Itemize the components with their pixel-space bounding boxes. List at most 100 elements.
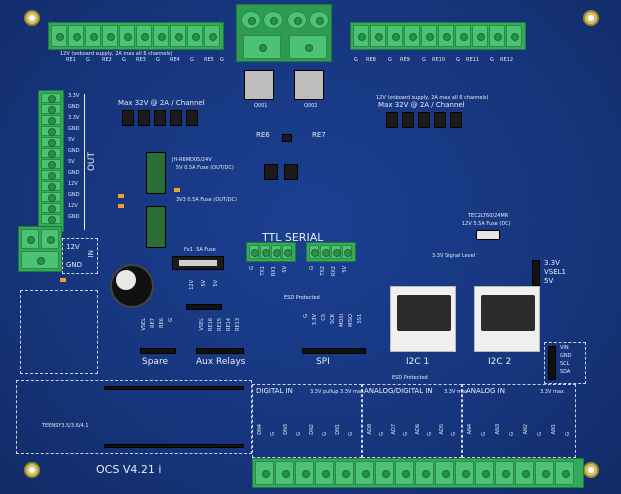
module-outline [20, 290, 98, 374]
analog-in-pin: G [509, 432, 515, 436]
spare-labels: VSEL RE7 RE6 G [141, 318, 182, 346]
relay-right-label: RE9 [400, 57, 410, 63]
input-rail-label: GND [66, 261, 83, 269]
aux-relay-labels: VSEL RE16 RE15 RE14 RE13 [199, 318, 250, 346]
ttl-pin: RX2 [331, 266, 337, 277]
relay-driver-chip [154, 110, 166, 126]
spi-header[interactable] [302, 348, 366, 354]
relay-left-label: G [220, 57, 224, 63]
rail-label: 3.3V [68, 115, 80, 121]
digital-in-pin: DN2 [309, 424, 315, 435]
rail-label: 12V [68, 181, 78, 187]
relay-right-label: RE12 [500, 57, 513, 63]
relay-left-label: G [190, 57, 194, 63]
ttl-pin: 5V [282, 266, 288, 273]
ttl-serial-2-labels: G TX2 RX2 5V [309, 266, 360, 286]
relay-driver-chip [450, 112, 462, 128]
analog-in-note: 3.3V max [540, 389, 564, 395]
indicator-led [60, 278, 66, 282]
ttl-pin: 5V [342, 266, 348, 273]
indicator-led [118, 204, 124, 208]
input-rail-label: 12V [66, 243, 80, 251]
anadig-in-note: 3.3V max [444, 389, 468, 395]
spare-header[interactable] [140, 348, 176, 354]
relay-right-label: G [388, 57, 392, 63]
i2c-1-connector[interactable] [390, 286, 456, 352]
mounting-hole-top-left [24, 10, 40, 26]
digital-in-pin: G [322, 432, 328, 436]
ttl-pin: G [249, 266, 255, 270]
tec-fuse-note: 12V 5.5A Fuse (DC) [462, 221, 511, 227]
tec-fuse [476, 230, 500, 240]
rail-label: GND [68, 148, 80, 154]
electrolytic-capacitor [110, 264, 154, 308]
center-ic [282, 134, 292, 142]
digital-in-title: DIGITAL IN [256, 387, 293, 395]
fuse-f2-label: 3V3 0.5A Fuse (OUT/DC) [176, 197, 237, 203]
i2c-aux-header[interactable] [548, 346, 556, 380]
spi-pin: MISO [348, 314, 354, 327]
analog-in-title: ANALOG IN [466, 387, 505, 395]
spare-pin: RE7 [150, 318, 156, 328]
ttl-serial-2-terminal [306, 242, 356, 262]
spare-label: Spare [142, 357, 168, 367]
mosfet-q002-label: Q002 [304, 103, 318, 109]
board-version: OCS V4.21 i [96, 463, 162, 476]
rail-label: GND [68, 214, 80, 220]
mounting-hole-bottom-right [583, 462, 599, 478]
regulator-5v [146, 152, 166, 194]
fuse-f1-label: JH-R6MD05/24V [172, 157, 212, 163]
aux-relay-label: Aux Relays [196, 357, 246, 367]
relay-terminal-left [48, 22, 224, 50]
signal-level-pin: 3.3V [544, 259, 560, 267]
anadig-in-pin: AD8 [367, 424, 373, 435]
signal-level-title: 3.3V Signal Level [432, 253, 476, 259]
relay-left-label: G [156, 57, 160, 63]
i2c-2-connector[interactable] [474, 286, 540, 352]
relay-driver-chip [186, 110, 198, 126]
rail-label: GND [68, 104, 80, 110]
anadig-in-pin: AD7 [391, 424, 397, 435]
aux-relay-pin: RE15 [217, 318, 223, 331]
spi-label: SPI [316, 357, 330, 367]
signal-level-pin: VSEL1 [544, 268, 567, 276]
mosfet-q002 [294, 70, 324, 100]
relay-right-label: RE11 [466, 57, 479, 63]
relay-left-max-note: Max 32V @ 2A / Channel [118, 99, 205, 107]
relay-driver-chip [122, 110, 134, 126]
relay-driver-chip [434, 112, 446, 128]
signal-level-header[interactable] [532, 260, 540, 286]
digital-in-pin: DN4 [257, 424, 263, 435]
power-select-pin: 5V [213, 280, 219, 287]
relay-left-label: RE4 [170, 57, 180, 63]
digital-in-pin: DN1 [335, 424, 341, 435]
anadig-in-pin: G [427, 432, 433, 436]
analog-in-pin: G [565, 432, 571, 436]
aux-pin: GND [560, 353, 572, 359]
relay-right-label: RE8 [366, 57, 376, 63]
rail-label: 12V [68, 203, 78, 209]
spi-pin: CS [321, 314, 327, 321]
relay-driver-chip [402, 112, 414, 128]
i2c-aux-labels: VIN GND SCL SDA [560, 346, 584, 382]
relay-left-label: RE2 [102, 57, 112, 63]
aux-relay-header[interactable] [196, 348, 244, 354]
spare-pin: VSEL [141, 318, 147, 331]
tec-fuse-label: TEC2LT60/24MR [468, 213, 509, 219]
aux-pin: VIN [560, 345, 569, 351]
relay-right-label: G [422, 57, 426, 63]
i2c-esd-note: ESD Protected [392, 375, 428, 381]
aux-relay-pin: VSEL [199, 318, 205, 331]
power-select-labels: 12V 5V 5V [189, 280, 226, 302]
ttl-esd-note: ESD Protected [284, 295, 320, 301]
ttl-pin: TX2 [320, 266, 326, 276]
ttl-pin: TX1 [260, 266, 266, 276]
digital-in-labels: DN4 G DN3 G DN2 G DN1 G [256, 424, 362, 454]
indicator-led [174, 188, 180, 192]
power-select-header[interactable] [186, 304, 222, 310]
anadig-in-pin: AD5 [439, 424, 445, 435]
relay-right-label: G [456, 57, 460, 63]
relay-left-label: RE5 [204, 57, 214, 63]
ttl-serial-1-terminal [246, 242, 296, 262]
